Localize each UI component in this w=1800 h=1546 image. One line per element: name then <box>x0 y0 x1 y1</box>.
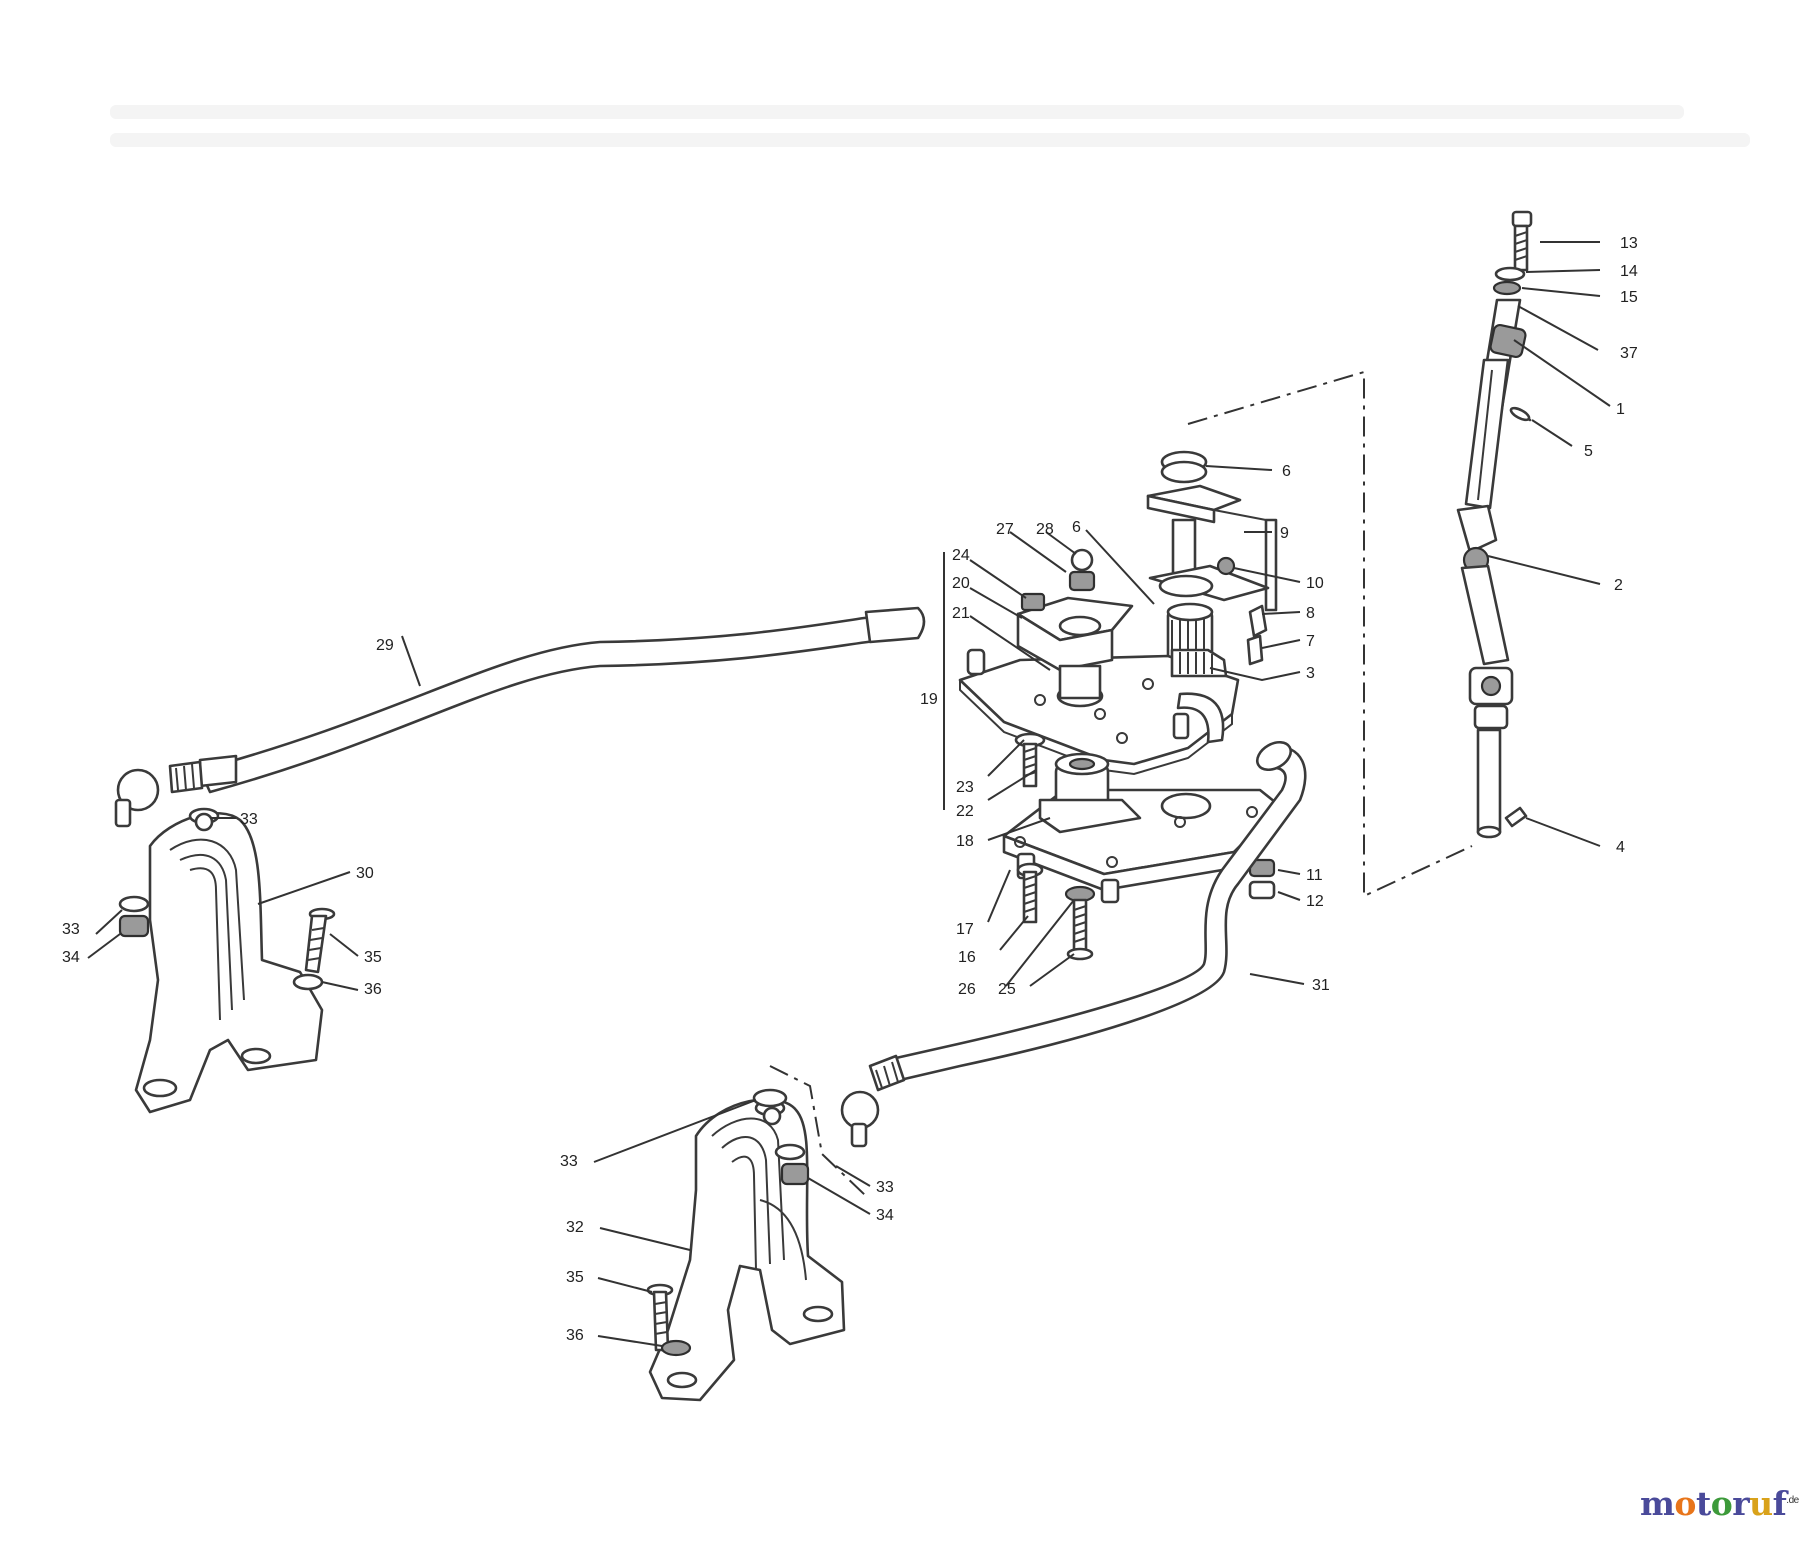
brand-letter: f <box>1772 1484 1787 1523</box>
assembly-dashline <box>1187 370 1473 898</box>
callout-6-mid: 6 <box>1072 519 1081 536</box>
callout-34-center: 34 <box>876 1207 894 1224</box>
washer-33-left <box>118 895 150 913</box>
callout-31: 31 <box>1312 977 1330 994</box>
callout-8: 8 <box>1306 605 1315 622</box>
callout-11: 11 <box>1306 867 1323 884</box>
brand-suffix: .de <box>1786 1495 1799 1506</box>
bolt-8 <box>1248 604 1268 638</box>
callout-35-center: 35 <box>566 1269 584 1286</box>
callout-18: 18 <box>956 833 974 850</box>
column-bolt-head <box>1511 210 1533 228</box>
callout-33-right: 33 <box>876 1179 894 1196</box>
bolt-28 <box>1070 548 1094 572</box>
key-4 <box>1504 806 1528 828</box>
callout-24: 24 <box>952 547 970 564</box>
column-tube <box>1464 358 1510 510</box>
callout-25: 25 <box>998 981 1016 998</box>
washer-36-left <box>292 973 324 991</box>
callout-34-left: 34 <box>62 949 80 966</box>
callout-6-top: 6 <box>1282 463 1291 480</box>
callout-33-left-top: 33 <box>240 811 258 828</box>
tie-rod-31-end <box>1255 740 1293 772</box>
callout-15: 15 <box>1620 289 1638 306</box>
post-left <box>966 648 986 676</box>
callout-19: 19 <box>920 691 938 708</box>
callout-13: 13 <box>1620 235 1638 252</box>
callout-33-left: 33 <box>62 921 80 938</box>
nut-27 <box>1068 570 1096 592</box>
callout-37: 37 <box>1620 345 1638 362</box>
ball-joint-31 <box>840 1090 880 1130</box>
callout-36-center: 36 <box>566 1327 584 1344</box>
callout-17: 17 <box>956 921 974 938</box>
post-right <box>1172 712 1190 740</box>
brand-letter: t <box>1695 1484 1711 1523</box>
callout-14: 14 <box>1620 263 1638 280</box>
washer-33-center <box>752 1088 788 1108</box>
callout-36-left: 36 <box>364 981 382 998</box>
callout-35-left: 35 <box>364 949 382 966</box>
shaft-clamp <box>1489 323 1527 359</box>
callout-21: 21 <box>952 605 970 622</box>
callout-12: 12 <box>1306 893 1324 910</box>
brand-letter: u <box>1749 1484 1773 1523</box>
callout-4: 4 <box>1616 839 1625 856</box>
callout-29: 29 <box>376 637 394 654</box>
callout-20: 20 <box>952 575 970 592</box>
callout-27: 27 <box>996 521 1014 538</box>
bolt-35-left <box>304 914 328 974</box>
callout-labels: 13 14 15 37 1 5 6 9 27 28 6 24 20 10 8 7… <box>62 235 1638 1344</box>
callout-23: 23 <box>956 779 974 796</box>
brand-letter: r <box>1732 1484 1750 1523</box>
tie-rod-29-end <box>864 606 926 644</box>
bolt-35-center <box>652 1290 670 1352</box>
callout-7: 7 <box>1306 633 1315 650</box>
callout-16: 16 <box>958 949 976 966</box>
gear-plate-assembly <box>958 450 1282 961</box>
callout-3: 3 <box>1306 665 1315 682</box>
bottom-shaft <box>1476 728 1502 834</box>
nut-12 <box>1248 880 1276 900</box>
callout-30: 30 <box>356 865 374 882</box>
steering-column <box>1456 210 1533 839</box>
steering-arm-32 <box>646 1065 867 1402</box>
bolt-24 <box>1020 592 1046 612</box>
leader-lines <box>87 241 1611 1347</box>
callout-10: 10 <box>1306 575 1324 592</box>
bolt-7 <box>1246 634 1264 666</box>
bracket-leg <box>1264 518 1278 612</box>
callout-22: 22 <box>956 803 974 820</box>
tie-rod-31-bar <box>894 744 1307 1082</box>
callout-5: 5 <box>1584 443 1593 460</box>
brand-letter: m <box>1640 1484 1675 1523</box>
brand-letter: o <box>1710 1484 1733 1523</box>
bolt-10 <box>1216 556 1236 576</box>
callout-9: 9 <box>1280 525 1289 542</box>
callout-28: 28 <box>1036 521 1054 538</box>
arm-dashline <box>769 1065 867 1197</box>
tie-rod-29 <box>114 606 926 828</box>
washer-14 <box>1494 266 1526 282</box>
steering-arm-30 <box>118 807 336 1114</box>
washer-36-center <box>660 1339 692 1357</box>
callout-2: 2 <box>1614 577 1623 594</box>
callout-32: 32 <box>566 1219 584 1236</box>
washer-15 <box>1492 280 1522 296</box>
brand-logo[interactable]: motoruf.de <box>1640 1484 1799 1523</box>
faded-header-text <box>110 105 1750 175</box>
callout-26: 26 <box>958 981 976 998</box>
universal-joint-upper <box>1456 504 1498 554</box>
nut-34-center <box>780 1162 810 1186</box>
callout-33-center: 33 <box>560 1153 578 1170</box>
lower-shaft <box>1460 564 1510 666</box>
tie-rod-31 <box>840 740 1307 1148</box>
brand-letter: o <box>1674 1484 1696 1523</box>
tie-rod-29-bar <box>198 614 884 794</box>
nut-34-left <box>118 914 150 938</box>
callout-1: 1 <box>1616 401 1625 418</box>
sector-arm <box>1176 692 1225 744</box>
